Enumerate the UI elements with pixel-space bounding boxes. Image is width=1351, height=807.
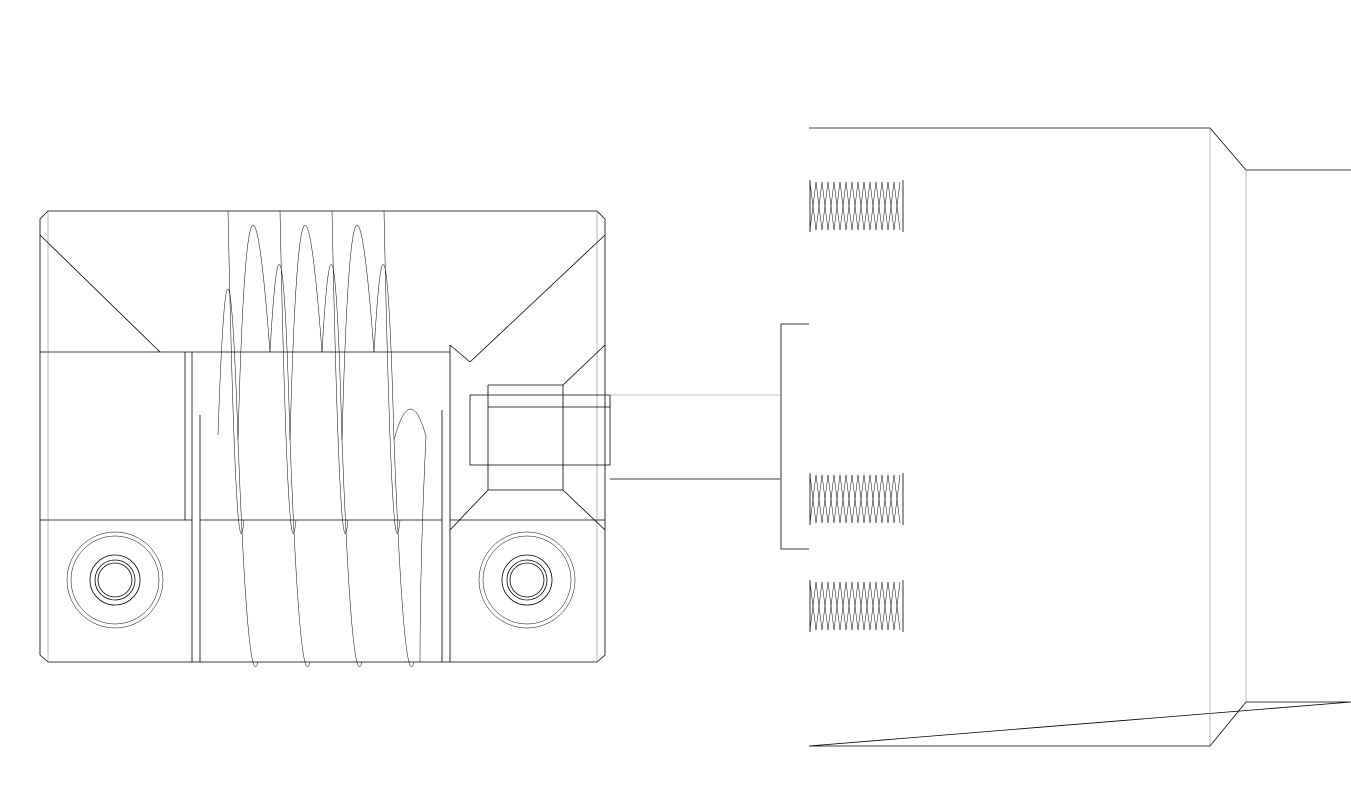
- bolt-hole-left: [66, 531, 164, 629]
- coupling-view: [39, 210, 780, 668]
- bolt-hole-right: [478, 531, 576, 629]
- housing-outline: [808, 127, 1351, 747]
- threaded-hole-1: [809, 180, 904, 232]
- threaded-hole-3: [809, 580, 904, 632]
- threaded-hole-2: [809, 473, 904, 525]
- helical-slot: [217, 210, 427, 668]
- motor-housing-view: [780, 127, 1351, 747]
